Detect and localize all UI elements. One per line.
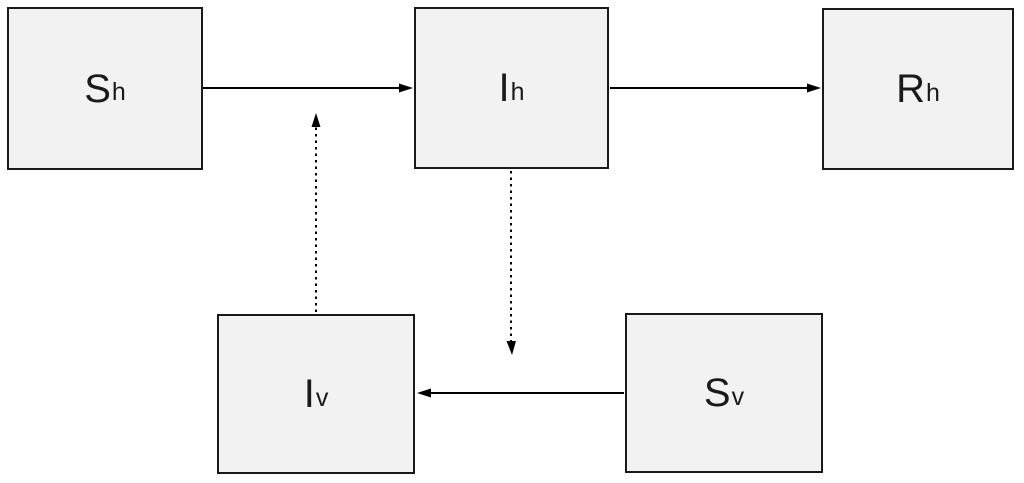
node-rh-label: R (896, 67, 925, 111)
arrow-sv-to-iv (417, 388, 624, 398)
node-sh-label: S (84, 66, 111, 111)
node-iv-label: I (303, 372, 315, 416)
node-sv-subscript: v (731, 382, 745, 411)
node-sh-subscript: h (111, 78, 126, 106)
node-ih-label: I (498, 66, 510, 110)
arrow-sh-to-ih (203, 83, 413, 93)
node-ih-subscript: h (510, 77, 525, 106)
arrow-ih-to-rh (610, 83, 821, 93)
dashed-arrow-iv-up (311, 113, 321, 312)
dashed-arrow-ih-down (506, 171, 516, 355)
node-iv-subscript: v (315, 383, 329, 412)
node-rh-subscript: h (925, 78, 940, 107)
node-sv-label: S (703, 371, 731, 415)
